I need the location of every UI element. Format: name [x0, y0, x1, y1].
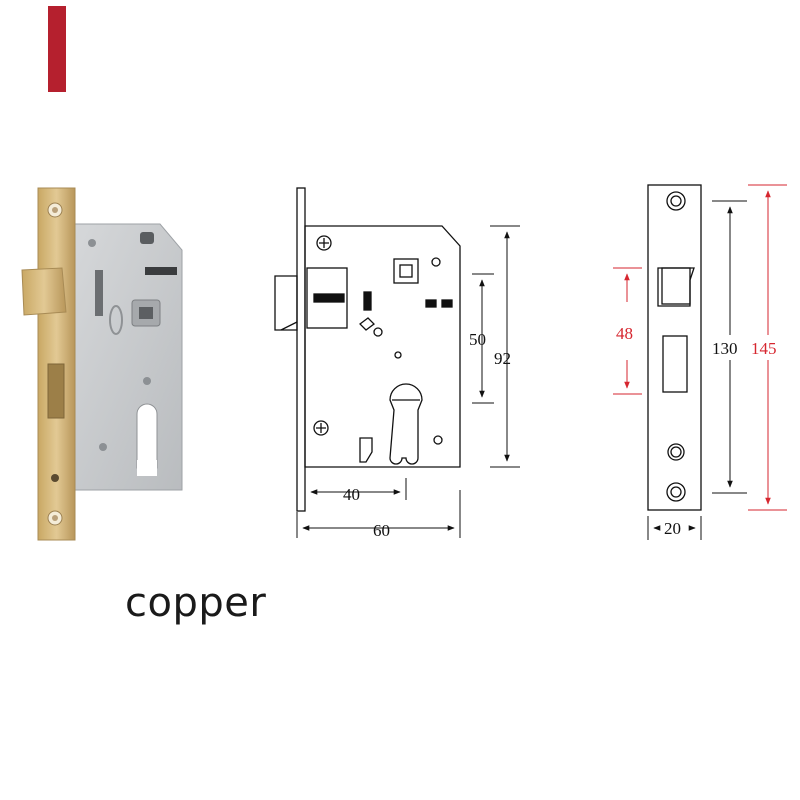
accent-bar: [48, 6, 66, 92]
dim-label-20: 20: [664, 519, 681, 538]
faceplate-drawing: [647, 184, 702, 511]
finish-caption: copper: [125, 580, 267, 626]
dim-label-40: 40: [343, 485, 360, 504]
dim-label-50: 50: [469, 330, 486, 349]
dim-label-145: 145: [751, 339, 777, 358]
faceplate-dimensions: [613, 184, 787, 540]
front-view-dimensions: [296, 225, 520, 538]
dim-label-48: 48: [616, 324, 633, 343]
dim-label-130: 130: [712, 339, 738, 358]
front-view-drawing: [274, 187, 461, 512]
dim-label-60: 60: [373, 521, 390, 540]
lock-photo: [21, 187, 183, 541]
dim-label-92: 92: [494, 349, 511, 368]
